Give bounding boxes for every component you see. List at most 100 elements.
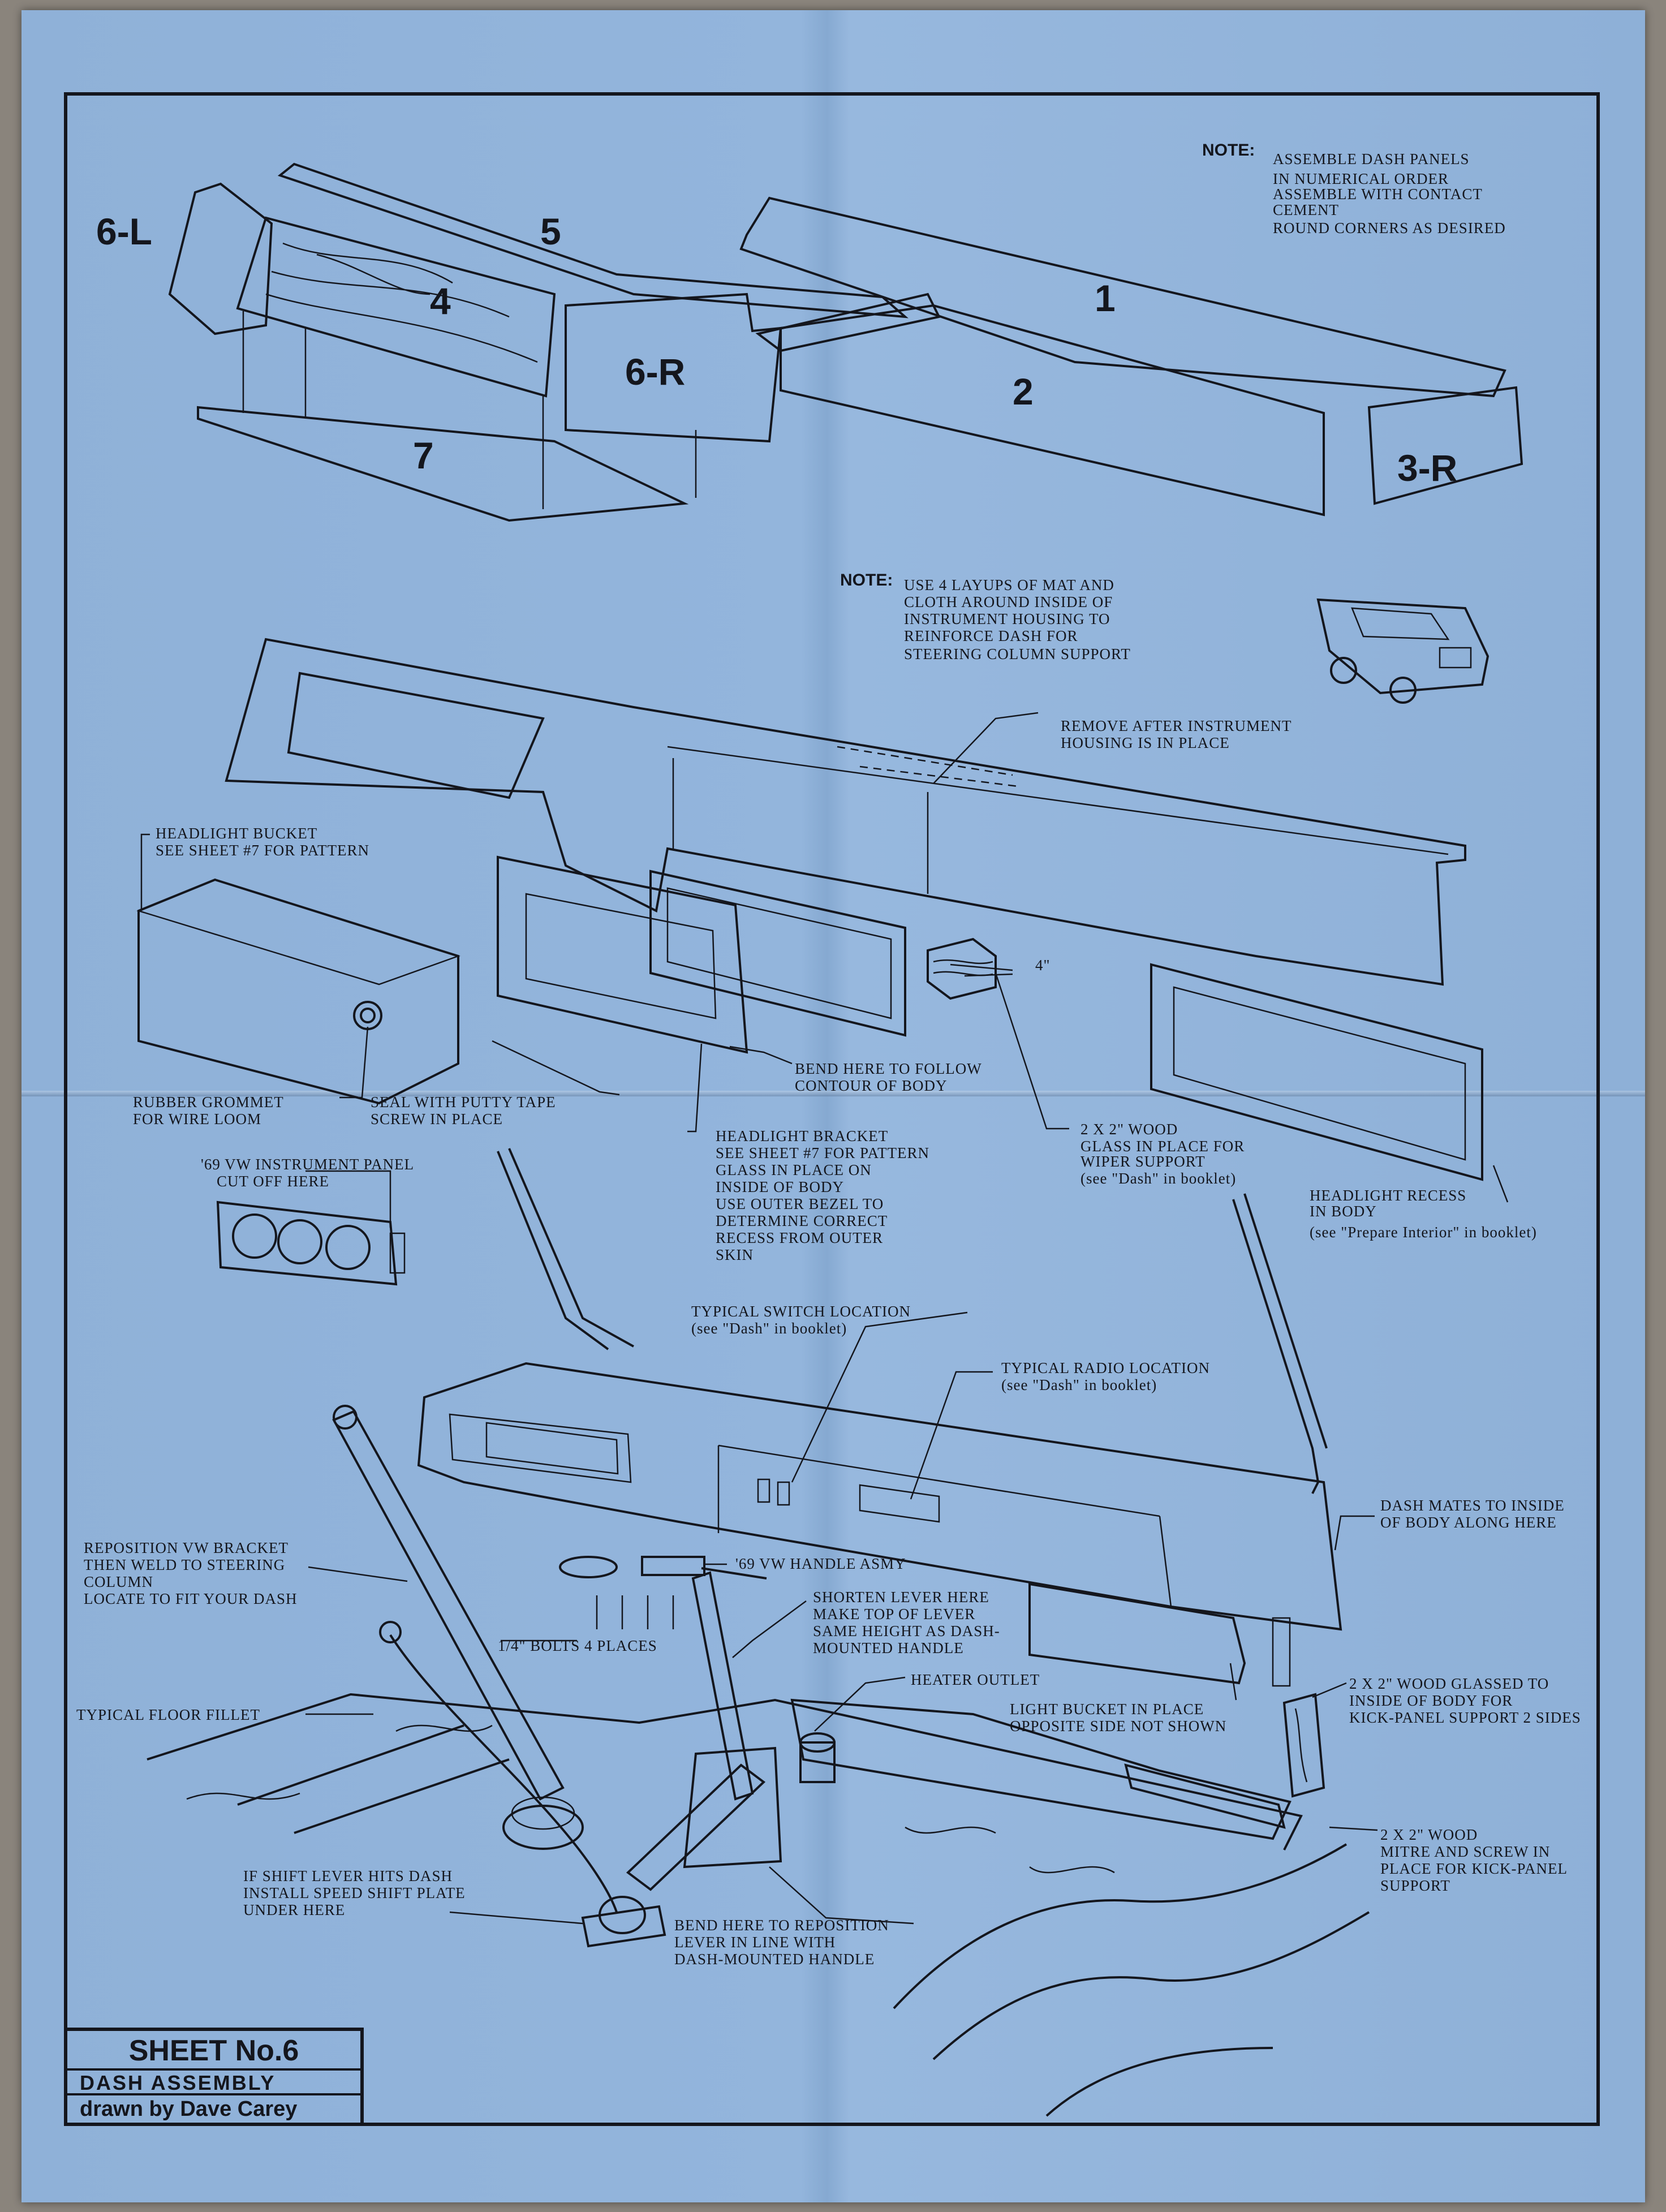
shift-lever	[379, 1621, 666, 1948]
callout-mitre: PLACE FOR KICK-PANEL	[1380, 1860, 1568, 1877]
callout-headlight-bracket: GLASS IN PLACE ON	[716, 1161, 872, 1178]
label-5: 5	[540, 210, 561, 252]
note-mid-line: STEERING COLUMN SUPPORT	[904, 645, 1131, 662]
callout-bend-reposition: BEND HERE TO REPOSITION	[674, 1917, 889, 1934]
callout-bend-reposition: LEVER IN LINE WITH	[674, 1934, 836, 1951]
drawing-border	[64, 92, 1600, 2126]
callout-switch: (see "Dash" in booklet)	[691, 1320, 847, 1337]
callout-shift: UNDER HERE	[243, 1901, 345, 1918]
callout-vw-bracket: COLUMN	[84, 1573, 153, 1590]
callout-wood-wiper: 2 X 2" WOOD	[1080, 1121, 1178, 1138]
note-top-line: IN NUMERICAL ORDER	[1273, 170, 1449, 187]
note-top-line: ASSEMBLE WITH CONTACT	[1273, 186, 1483, 203]
callout-handle: '69 VW HANDLE ASMY	[735, 1555, 906, 1572]
callout-vw-bracket: LOCATE TO FIT YOUR DASH	[84, 1590, 298, 1607]
callout-seal-putty: SEAL WITH PUTTY TAPE	[371, 1094, 556, 1111]
callout-dash-mates: DASH MATES TO INSIDE	[1380, 1497, 1565, 1514]
callout-dash-mates: OF BODY ALONG HERE	[1380, 1514, 1557, 1531]
panel-4	[236, 216, 556, 398]
label-4: 4	[430, 280, 451, 322]
callout-bend-contour: CONTOUR OF BODY	[795, 1077, 948, 1094]
callout-vw-panel: CUT OFF HERE	[217, 1173, 329, 1190]
note-mid-line: REINFORCE DASH FOR	[904, 627, 1078, 644]
callout-vw-bracket: REPOSITION VW BRACKET	[84, 1539, 289, 1556]
callout-heater: HEATER OUTLET	[911, 1671, 1040, 1688]
callout-kick-panel: 2 X 2" WOOD GLASSED TO	[1349, 1675, 1549, 1692]
callout-shorten: SAME HEIGHT AS DASH-	[813, 1623, 1000, 1639]
callout-bend-reposition: DASH-MOUNTED HANDLE	[674, 1951, 875, 1968]
leader-lines	[140, 712, 1509, 1925]
label-7: 7	[413, 434, 434, 476]
callout-radio: TYPICAL RADIO LOCATION	[1001, 1359, 1210, 1376]
callout-rubber-grommet: RUBBER GROMMET	[133, 1094, 284, 1111]
headlight-bracket	[497, 855, 906, 1054]
callout-rubber-grommet: FOR WIRE LOOM	[133, 1111, 261, 1127]
panel-5	[277, 162, 909, 319]
label-3r: 3-R	[1397, 447, 1457, 489]
callout-bend-contour: BEND HERE TO FOLLOW	[795, 1060, 982, 1077]
note-mid-line: CLOTH AROUND INSIDE OF	[904, 593, 1113, 610]
callout-headlight-bucket: SEE SHEET #7 FOR PATTERN	[156, 842, 369, 859]
callout-headlight-bracket: HEADLIGHT BRACKET	[716, 1127, 888, 1144]
handbrake-lever	[683, 1571, 782, 1869]
wood-block	[927, 937, 997, 1000]
panel-2	[780, 304, 1325, 517]
callout-headlight-bracket: DETERMINE CORRECT	[716, 1212, 888, 1229]
callout-wood-wiper: (see "Dash" in booklet)	[1080, 1170, 1236, 1187]
note-top: ASSEMBLE DASH PANELS IN NUMERICAL ORDER …	[1273, 150, 1506, 236]
callout-mitre: SUPPORT	[1380, 1877, 1450, 1894]
sheet-number: SHEET No.6	[67, 2031, 360, 2071]
callout-vw-bracket: THEN WELD TO STEERING	[84, 1556, 285, 1573]
callout-shorten: MAKE TOP OF LEVER	[813, 1606, 975, 1623]
blueprint-sheet	[21, 10, 1645, 2202]
label-6r: 6-R	[625, 351, 685, 393]
wood-grain	[265, 242, 538, 363]
drawing-title: DASH ASSEMBLY	[67, 2071, 360, 2095]
callout-headlight-bucket: HEADLIGHT BUCKET	[156, 825, 317, 842]
callout-headlight-recess: HEADLIGHT RECESS	[1310, 1187, 1466, 1204]
exploded-dash-panels	[168, 162, 1523, 522]
vw-instrument-panel	[216, 1200, 406, 1286]
callout-kick-panel: KICK-PANEL SUPPORT 2 SIDES	[1349, 1709, 1581, 1726]
note-mid-line: USE 4 LAYUPS OF MAT AND	[904, 576, 1114, 593]
note-top-line: ASSEMBLE DASH PANELS	[1273, 150, 1470, 167]
callout-wood-wiper: WIPER SUPPORT	[1080, 1153, 1206, 1170]
callout-seal-putty: SCREW IN PLACE	[371, 1111, 503, 1127]
callout-shorten: SHORTEN LEVER HERE	[813, 1589, 989, 1606]
panel-6l	[168, 182, 273, 335]
headlight-bucket	[136, 878, 460, 1105]
callout-remove: HOUSING IS IN PLACE	[1061, 734, 1230, 751]
callout-headlight-bracket: INSIDE OF BODY	[716, 1178, 844, 1195]
panel-1	[739, 196, 1506, 398]
light-bucket-lower	[1028, 1582, 1291, 1687]
panel-3r	[1367, 386, 1523, 505]
callout-radio: (see "Dash" in booklet)	[1001, 1376, 1157, 1393]
title-block: SHEET No.6 DASH ASSEMBLY drawn by Dave C…	[64, 2028, 364, 2126]
callout-four-inch: 4"	[1035, 957, 1051, 974]
note-top-line: ROUND CORNERS AS DESIRED	[1273, 220, 1506, 236]
note-mid-line: INSTRUMENT HOUSING TO	[904, 610, 1110, 627]
callouts: REMOVE AFTER INSTRUMENT HOUSING IS IN PL…	[76, 717, 1581, 1968]
callout-kick-panel: INSIDE OF BODY FOR	[1349, 1692, 1513, 1709]
callout-bolts: 1/4" BOLTS 4 PLACES	[498, 1637, 657, 1654]
label-1: 1	[1095, 277, 1116, 319]
steering-column	[332, 1405, 584, 1850]
note-top-heading: NOTE:	[1202, 141, 1255, 160]
callout-headlight-bracket: USE OUTER BEZEL TO	[716, 1195, 884, 1212]
callout-headlight-bracket: SKIN	[716, 1246, 754, 1263]
callout-shorten: MOUNTED HANDLE	[813, 1639, 964, 1656]
callout-headlight-bracket: SEE SHEET #7 FOR PATTERN	[716, 1144, 929, 1161]
callout-switch: TYPICAL SWITCH LOCATION	[691, 1303, 911, 1320]
note-top-line: CEMENT	[1273, 201, 1339, 218]
vw-handle-asmy	[559, 1556, 767, 1629]
callout-shift: INSTALL SPEED SHIFT PLATE	[243, 1884, 466, 1901]
floor-area	[147, 1693, 1370, 2117]
assembled-dash	[225, 638, 1466, 986]
kick-panel-wood	[1282, 1693, 1325, 1798]
windshield-frame	[497, 1148, 1328, 1494]
fold-crease	[21, 1091, 1645, 1096]
note-mid: USE 4 LAYUPS OF MAT AND CLOTH AROUND INS…	[904, 576, 1131, 662]
headlight-recess	[1150, 963, 1483, 1181]
